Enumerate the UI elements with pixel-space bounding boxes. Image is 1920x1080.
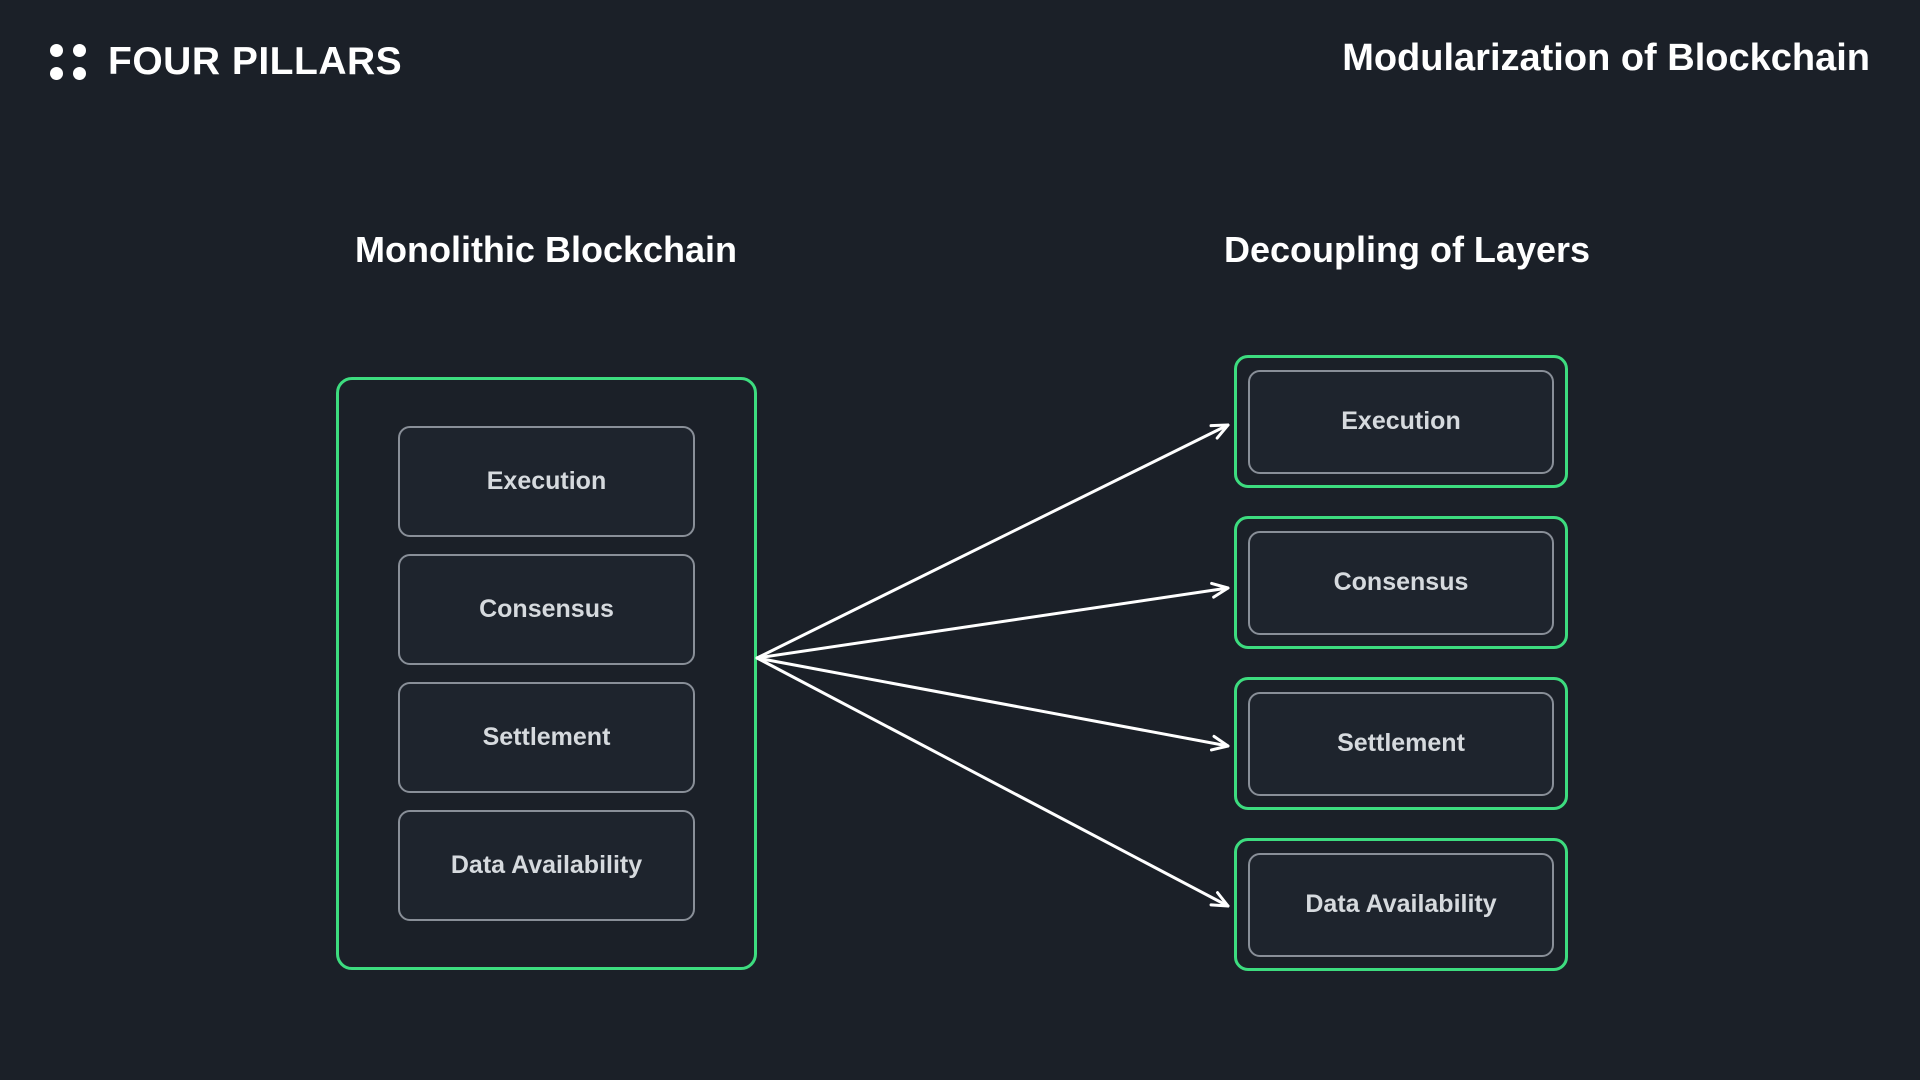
layer-label: Consensus (1333, 568, 1469, 596)
layer-label: Execution (1341, 407, 1461, 435)
connector-line-data-availability (755, 656, 1230, 908)
decoupled-layer-settlement-inner: Settlement (1248, 691, 1554, 796)
decoupled-layers-column: Execution Consensus Settlement Data Avai… (1234, 355, 1568, 971)
arrowhead-consensus (1210, 581, 1230, 599)
monolithic-heading: Monolithic Blockchain (354, 229, 738, 270)
decoupled-layer-execution[interactable]: Execution (1234, 355, 1568, 488)
brand-name: FOUR PILLARS (108, 40, 403, 83)
decoupling-heading: Decoupling of Layers (1223, 229, 1591, 270)
monolithic-layer-execution[interactable]: Execution (398, 426, 695, 537)
monolithic-blockchain-container: Execution Consensus Settlement Data Avai… (336, 377, 757, 970)
monolithic-layer-settlement[interactable]: Settlement (398, 682, 695, 793)
monolithic-layer-consensus[interactable]: Consensus (398, 554, 695, 665)
four-dot-grid-icon (50, 43, 86, 80)
layer-label: Settlement (1337, 729, 1465, 757)
arrowhead-execution (1209, 423, 1230, 440)
monolithic-layer-data-availability[interactable]: Data Availability (398, 810, 695, 921)
dot-4 (73, 66, 86, 80)
dot-1 (50, 43, 63, 57)
connector-line-settlement (755, 656, 1230, 748)
decoupled-layer-consensus-inner: Consensus (1248, 530, 1554, 635)
layer-label: Execution (486, 467, 607, 495)
dot-3 (50, 66, 63, 80)
decoupled-layer-consensus[interactable]: Consensus (1234, 516, 1568, 649)
connector-line-execution (755, 423, 1230, 660)
layer-label: Settlement (482, 723, 611, 751)
brand-logo: FOUR PILLARS (50, 42, 402, 81)
layer-label: Data Availability (1305, 890, 1497, 918)
layer-label: Data Availability (450, 851, 643, 879)
decoupled-layer-data-availability[interactable]: Data Availability (1234, 838, 1568, 971)
decoupled-layer-execution-inner: Execution (1248, 369, 1554, 474)
page-title: Modularization of Blockchain (1342, 37, 1870, 79)
layer-label: Consensus (479, 595, 614, 623)
decoupled-layer-data-availability-inner: Data Availability (1248, 852, 1554, 957)
arrowhead-data-availability (1209, 891, 1230, 908)
decoupled-layer-settlement[interactable]: Settlement (1234, 677, 1568, 810)
arrowhead-settlement (1209, 734, 1230, 752)
dot-2 (73, 43, 86, 57)
connector-line-consensus (755, 586, 1230, 660)
